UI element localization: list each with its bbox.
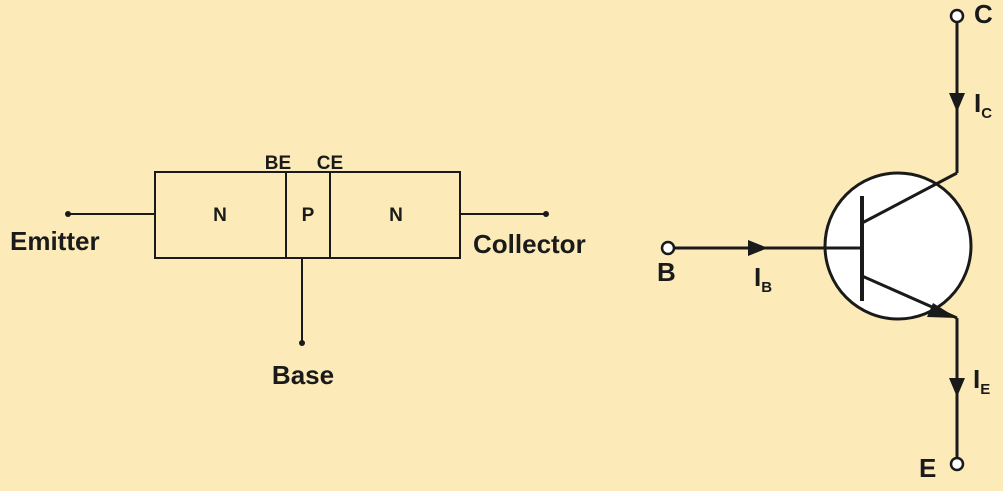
emitter-label: Emitter: [10, 226, 100, 256]
base-label: Base: [272, 360, 334, 390]
collector-terminal: [949, 8, 965, 24]
junction-label-be: BE: [265, 153, 291, 174]
emitter-current-label: IE: [973, 364, 990, 398]
collector-terminal-dot: [543, 211, 549, 217]
collector-label: Collector: [473, 229, 586, 259]
base-terminal-dot: [299, 340, 305, 346]
npn-block: N P N BE CE Emitter Collector Base: [10, 153, 586, 390]
emitter-terminal-dot: [65, 211, 71, 217]
base-terminal: [660, 240, 676, 256]
base-current-label: IB: [754, 262, 772, 296]
collector-terminal-label: C: [974, 0, 993, 29]
base-current-arrow: [748, 240, 768, 256]
collector-current-label: IC: [974, 88, 992, 122]
region-label-base-p: P: [302, 205, 315, 226]
emitter-terminal-label: E: [919, 453, 936, 483]
emitter-arrow: [927, 303, 957, 318]
region-label-emitter-n: N: [213, 205, 227, 226]
npn-body: [154, 171, 461, 259]
emitter-terminal: [949, 456, 965, 472]
transistor-symbol: C IC B IB E IE: [657, 0, 993, 483]
transistor-envelope: [823, 171, 973, 321]
collector-current-arrow: [949, 93, 965, 112]
region-label-collector-n: N: [389, 205, 403, 226]
collector-diagonal: [861, 171, 958, 225]
junction-label-ce: CE: [317, 153, 343, 174]
emitter-current-arrow: [949, 378, 965, 397]
base-terminal-label: B: [657, 257, 676, 287]
